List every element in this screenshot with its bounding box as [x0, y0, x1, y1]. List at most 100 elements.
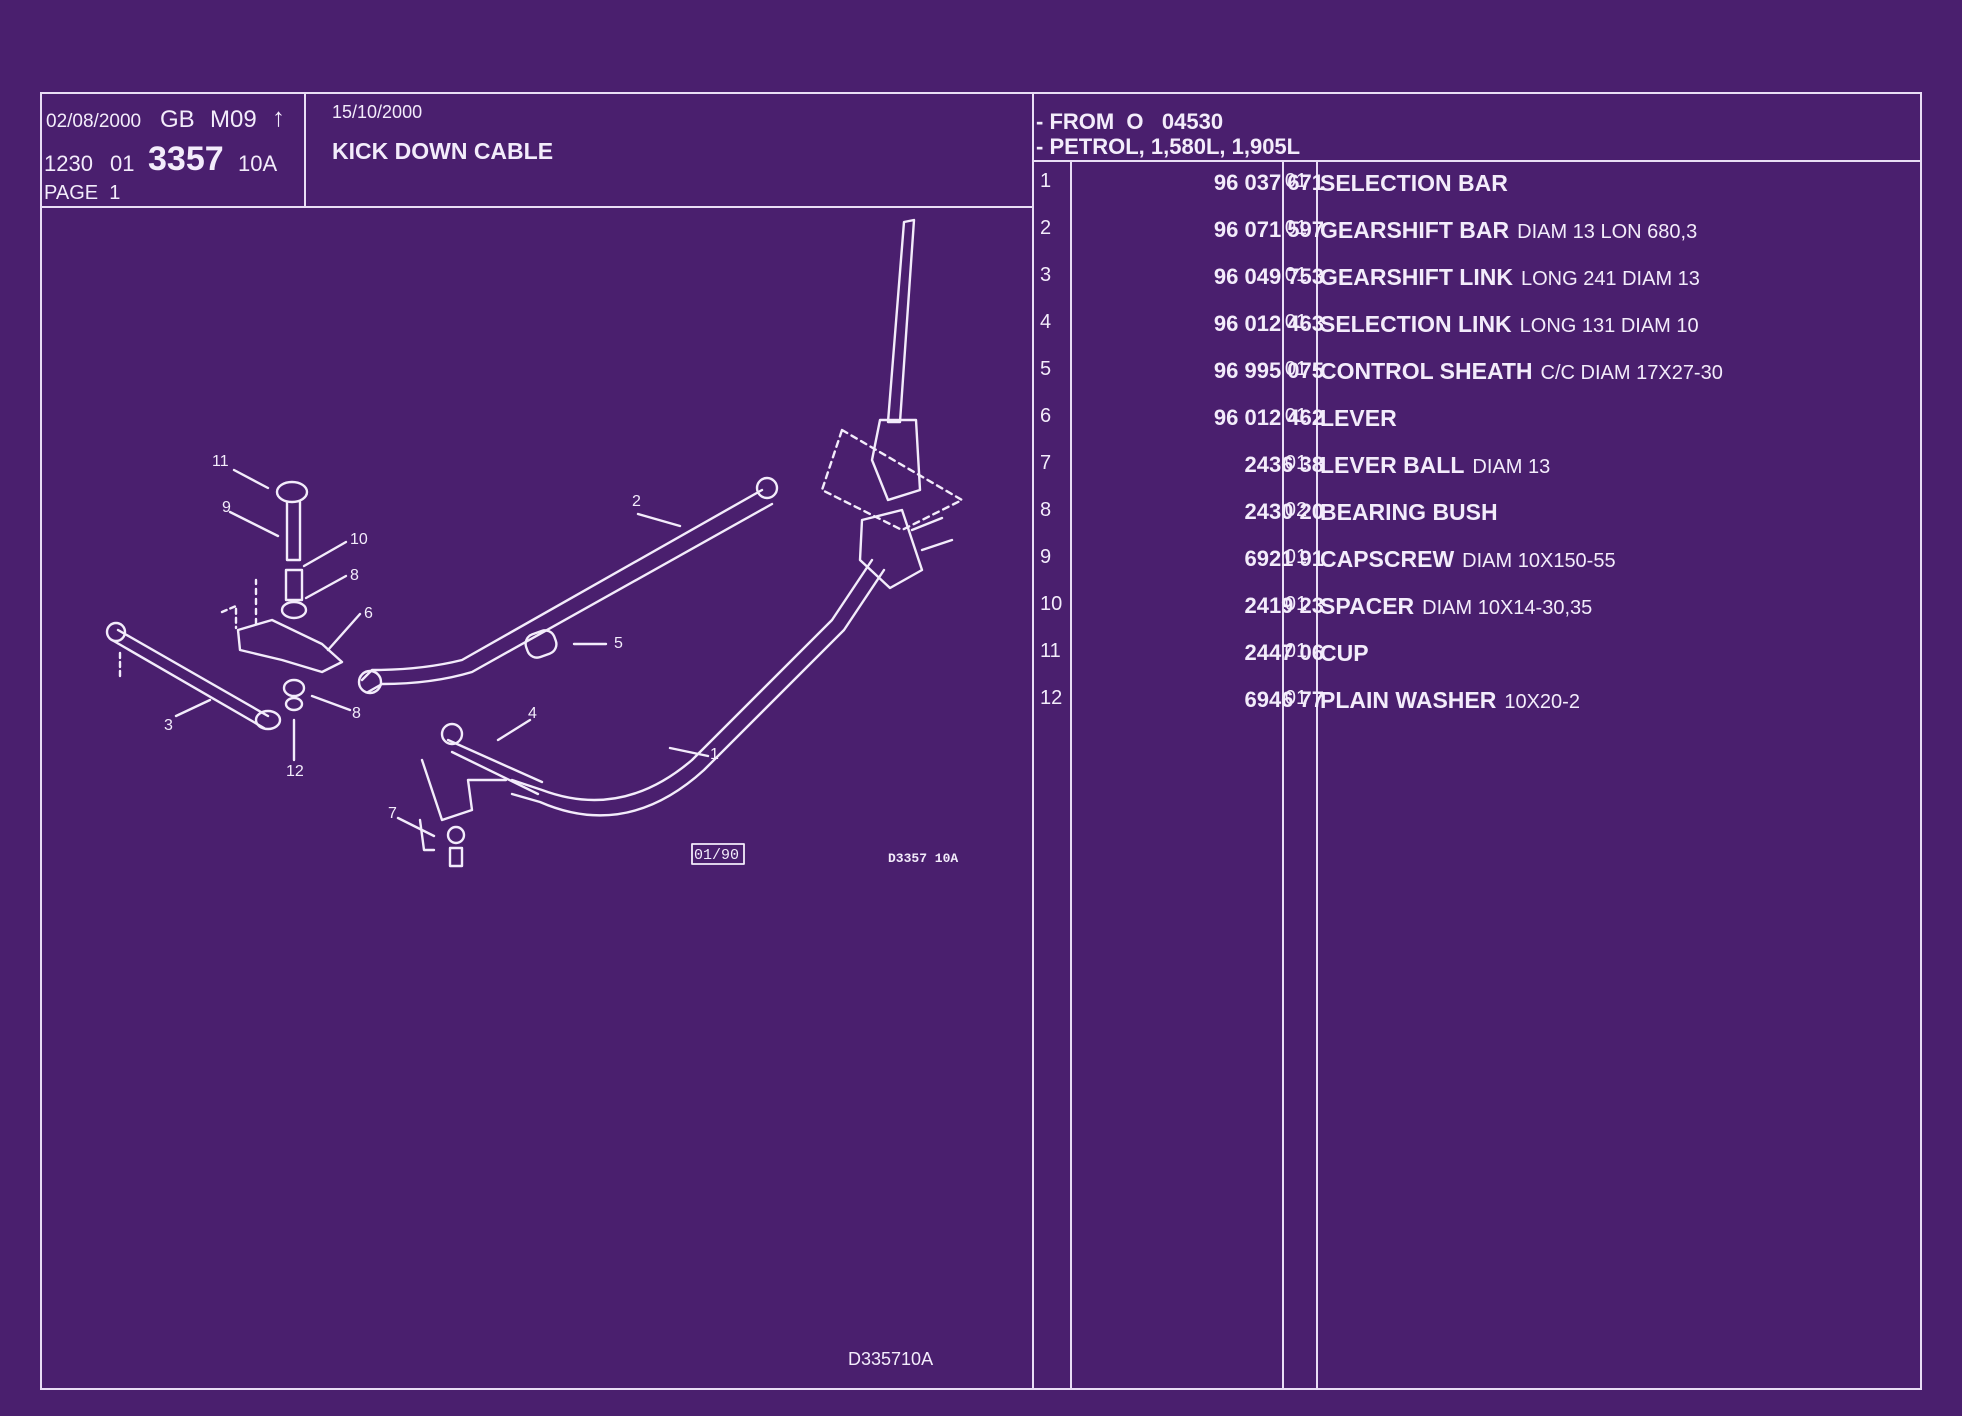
leader-7 [396, 816, 436, 838]
row-ref: 6921 91 [1244, 546, 1324, 571]
leader-10 [302, 540, 348, 568]
row-qty: 01 [1284, 311, 1308, 333]
row-ref: 2447 06 [1244, 640, 1324, 665]
header-bottom-line [40, 206, 1032, 208]
leader-9 [228, 510, 280, 538]
header-country: GB [160, 106, 195, 133]
row-qty: 01 [1284, 170, 1308, 192]
divider-drawing-table [1032, 92, 1034, 1390]
leader-1 [668, 746, 710, 758]
row-spec: DIAM 10X14-30,35 [1422, 597, 1593, 619]
capscrew-shape [285, 500, 302, 562]
link-eye-2-shape [254, 709, 282, 731]
leader-3 [174, 698, 212, 718]
callout-4: 4 [528, 705, 537, 722]
row-qty: 01 [1284, 593, 1308, 615]
header-page: PAGE 1 [44, 182, 121, 204]
stamp-box-shape [691, 843, 745, 865]
leader-8a [304, 574, 348, 600]
row-ref: 96 037 671 [1213, 170, 1324, 195]
pivot-block-shape [858, 508, 924, 590]
row-qty: 01 [1284, 687, 1308, 709]
callout-9: 9 [222, 499, 231, 516]
row-num: 4 [1040, 311, 1052, 333]
row-spec: C/C DIAM 17X27-30 [1540, 362, 1723, 384]
row-name-text: SELECTION LINK [1320, 311, 1512, 337]
selection-link-shape [446, 738, 544, 784]
header-date: 02/08/2000 [46, 111, 142, 132]
table-row: 8 2430 20 02 BEARING BUSH [1032, 499, 1922, 539]
row-name: SPACER DIAM 10X14-30,35 [1320, 593, 1592, 620]
row-ref: 2419 23 [1244, 593, 1324, 618]
row-ref: 96 012 463 [1213, 311, 1324, 336]
link-eye-shape [105, 621, 127, 643]
row-name-text: GEARSHIFT BAR [1320, 217, 1510, 243]
row-num: 8 [1040, 499, 1052, 521]
callout-8b: 8 [352, 705, 361, 722]
parts-sheet [40, 92, 1922, 1390]
row-num: 11 [1040, 640, 1061, 662]
header-subgroup: 01 [110, 151, 135, 176]
row-qty: 01 [1284, 452, 1308, 474]
row-num: 5 [1040, 358, 1052, 380]
row-ref: 96 012 462 [1213, 405, 1324, 430]
row-ref: 96 049 753 [1213, 264, 1324, 289]
row-spec: 10X20-2 [1504, 691, 1580, 713]
table-row: 6 96 012 462 01 LEVER [1032, 405, 1922, 445]
bearing-bush-bottom-shape [282, 678, 306, 698]
row-num: 7 [1040, 452, 1052, 474]
lever-ball-shape [446, 825, 466, 845]
row-qty: 01 [1284, 640, 1308, 662]
header-model: M09 [210, 106, 257, 133]
row-qty: 01 [1284, 217, 1308, 239]
row-name-text: LEVER [1320, 405, 1397, 431]
spacer-shape [284, 568, 304, 602]
table-row: 7 2436 38 01 LEVER BALL DIAM 13 [1032, 452, 1922, 492]
applicability-line-1: - FROM O 04530 [1036, 109, 1224, 134]
row-spec: LONG 241 DIAM 13 [1520, 268, 1700, 290]
row-qty: 01 [1284, 358, 1308, 380]
table-row: 1 96 037 671 01 SELECTION BAR [1032, 170, 1922, 210]
header-revision-date: 15/10/2000 [332, 102, 423, 122]
drawing-stamp: 01/90 [694, 847, 740, 864]
leader-6 [326, 612, 362, 652]
row-qty: 01 [1284, 405, 1308, 427]
row-name-text: LEVER BALL [1320, 452, 1465, 478]
callout-12: 12 [286, 763, 304, 780]
row-spec: DIAM 13 [1472, 456, 1551, 478]
row-spec: DIAM 10X150-55 [1462, 550, 1616, 572]
row-name-text: SPACER [1320, 593, 1415, 619]
callout-5: 5 [614, 635, 623, 652]
stick-housing-shape [870, 418, 922, 502]
cup-shape [275, 480, 309, 504]
bar-end-eye-shape [755, 476, 779, 500]
housing-frame-shape [820, 428, 964, 532]
leader-8b [310, 694, 352, 712]
row-name: BEARING BUSH [1320, 499, 1506, 526]
row-ref: 6946 77 [1244, 687, 1324, 712]
applicability-line-2: - PETROL, 1,580L, 1,905L [1036, 134, 1301, 159]
row-num: 9 [1040, 546, 1052, 568]
header-variant: 10A [238, 151, 278, 176]
callout-8a: 8 [350, 567, 359, 584]
row-num: 1 [1040, 170, 1052, 192]
up-arrow-icon: ↑ [272, 102, 285, 132]
selection-bar-shape [510, 558, 874, 802]
lower-lever-shape [420, 758, 508, 822]
plain-washer-shape [284, 696, 304, 712]
row-ref: 2436 38 [1244, 452, 1324, 477]
selection-bar-edge-shape [510, 568, 886, 817]
row-num: 2 [1040, 217, 1052, 239]
applicability-bottom-line [1032, 160, 1922, 162]
col-line-qty [1316, 160, 1318, 1390]
gearshift-link-shape [116, 628, 270, 718]
pivot-pin-shape [910, 516, 954, 552]
col-line-ref [1282, 160, 1284, 1390]
row-num: 6 [1040, 405, 1052, 427]
